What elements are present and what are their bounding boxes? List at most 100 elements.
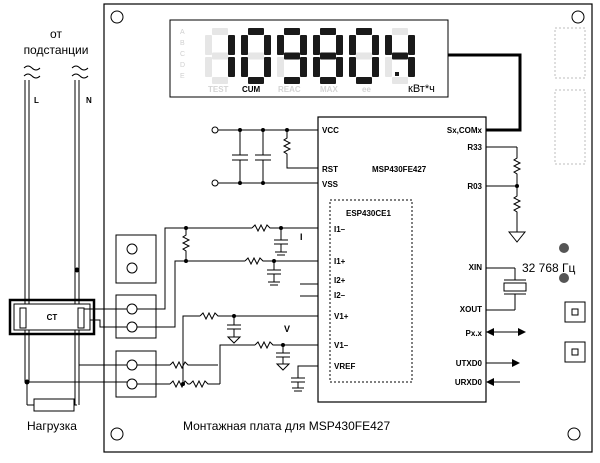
mcu-name: MSP430FE427 bbox=[372, 165, 427, 174]
phase-label: L bbox=[34, 96, 39, 105]
i1p-wire bbox=[137, 260, 245, 328]
digit-5-segment-b bbox=[408, 35, 415, 55]
mount-hole-top-left bbox=[110, 10, 124, 24]
digit-1-segment-e bbox=[241, 57, 248, 77]
digit-0-segment-g bbox=[212, 52, 228, 60]
digit-3-segment-g bbox=[320, 52, 336, 60]
digit-5-segment-e bbox=[385, 57, 392, 77]
pin-xout: XOUT bbox=[460, 305, 482, 314]
pin-r33: R33 bbox=[467, 143, 482, 152]
side-letter-e: E bbox=[180, 73, 185, 80]
digit-0-segment-b bbox=[228, 35, 235, 55]
voltage-label: V bbox=[284, 324, 290, 334]
digit-3-segment-f bbox=[313, 35, 320, 55]
i1m-resistor bbox=[251, 223, 318, 233]
ct-frame bbox=[8, 298, 96, 336]
r33-resistor bbox=[512, 147, 522, 186]
digit-2-segment-a bbox=[284, 28, 300, 35]
digit-3-segment-e bbox=[313, 57, 320, 77]
fuse-symbol-l2 bbox=[23, 73, 41, 79]
digit-4-segment-a bbox=[356, 28, 372, 35]
indicator-led-top bbox=[559, 243, 569, 253]
mode-cum: CUM bbox=[242, 85, 261, 94]
digit-4-segment-f bbox=[349, 35, 356, 55]
digit-2-segment-e bbox=[277, 57, 284, 77]
digit-2-segment-d bbox=[284, 77, 300, 84]
digit-5-segment-a bbox=[392, 28, 408, 35]
mount-hole-bottom-left bbox=[110, 427, 124, 441]
source-label-line1: от bbox=[50, 27, 62, 41]
neutral-label: N bbox=[86, 96, 92, 105]
crystal bbox=[503, 282, 527, 292]
i1m-wire bbox=[137, 227, 252, 310]
connector-top bbox=[115, 234, 157, 284]
digit-1-segment-f bbox=[241, 35, 248, 55]
digit-2-segment-f bbox=[277, 35, 284, 55]
digit-3-segment-b bbox=[336, 35, 343, 55]
digit-0-segment-f bbox=[205, 35, 212, 55]
digit-5-segment-f bbox=[385, 35, 392, 55]
digit-2-segment-g bbox=[284, 52, 300, 60]
digit-0-segment-c bbox=[228, 57, 235, 77]
digit-4-segment-c bbox=[372, 57, 379, 77]
current-label: I bbox=[300, 232, 303, 242]
ct-label: CT bbox=[47, 313, 58, 322]
pin-vss: VSS bbox=[322, 180, 339, 189]
pin-rst: RST bbox=[322, 165, 338, 174]
mode-ee: ee bbox=[362, 85, 371, 94]
v1p-resistor bbox=[199, 311, 318, 321]
digit-1-segment-a bbox=[248, 28, 264, 35]
mcu-chip bbox=[317, 116, 487, 403]
pin-i2m: I2– bbox=[334, 291, 346, 300]
pin-urxd0: URXD0 bbox=[455, 378, 483, 387]
divider-resistor-1 bbox=[169, 360, 218, 370]
board-title: Монтажная плата для MSP430FE427 bbox=[183, 419, 390, 433]
pin-sxcom: Sx,COMx bbox=[447, 126, 483, 135]
junction-neutral bbox=[74, 267, 80, 273]
ct-box bbox=[13, 303, 91, 331]
load-resistor bbox=[33, 398, 75, 412]
digit-5-segment-g bbox=[392, 52, 408, 60]
v1m-resistor bbox=[254, 340, 318, 350]
pin-v1p: V1+ bbox=[334, 312, 349, 321]
fuse-symbol-n2 bbox=[71, 73, 89, 79]
r03-resistor bbox=[512, 186, 522, 232]
mount-hole-top-right bbox=[571, 10, 585, 24]
v1m-wire bbox=[219, 344, 255, 384]
digit-1-segment-c bbox=[264, 57, 271, 77]
digit-5-segment-c bbox=[408, 57, 415, 77]
fuse-symbol-l bbox=[23, 65, 41, 71]
digit-4-segment-d bbox=[356, 77, 372, 84]
fuse-symbol-n bbox=[71, 65, 89, 71]
digit-5-segment-d bbox=[392, 77, 408, 84]
display-digits bbox=[205, 28, 415, 84]
side-letter-d: D bbox=[180, 62, 185, 69]
digit-2-segment-b bbox=[300, 35, 307, 55]
digit-3-segment-a bbox=[320, 28, 336, 35]
pin-vcc: VCC bbox=[322, 126, 339, 135]
crystal-label: 32 768 Гц bbox=[522, 261, 576, 275]
display-frame bbox=[169, 19, 449, 98]
ct-coil-left bbox=[19, 307, 27, 329]
segment-bus bbox=[448, 53, 522, 132]
ground-symbol-right bbox=[507, 231, 527, 243]
digit-0-segment-e bbox=[205, 57, 212, 77]
decimal-point bbox=[395, 72, 399, 76]
load-label: Нагрузка bbox=[27, 419, 77, 433]
i1p-resistor bbox=[244, 256, 318, 266]
display-unit: кВт*ч bbox=[408, 83, 435, 95]
display-modes: TEST CUM REAC MAX ee bbox=[208, 85, 371, 94]
divider-resistor-3 bbox=[189, 379, 220, 389]
digit-1-segment-g bbox=[248, 52, 264, 60]
pin-pxx: Px.x bbox=[466, 329, 483, 338]
digit-1-segment-b bbox=[264, 35, 271, 55]
digit-1-segment-d bbox=[248, 77, 264, 84]
pin-i1m: I1– bbox=[334, 225, 346, 234]
side-letter-a: A bbox=[180, 29, 185, 36]
ct-wire-2 bbox=[90, 319, 127, 328]
pin-v1m: V1– bbox=[334, 341, 349, 350]
pin-utxd0: UTXD0 bbox=[456, 359, 483, 368]
digit-4-segment-e bbox=[349, 57, 356, 77]
v1p-wire bbox=[182, 315, 200, 384]
